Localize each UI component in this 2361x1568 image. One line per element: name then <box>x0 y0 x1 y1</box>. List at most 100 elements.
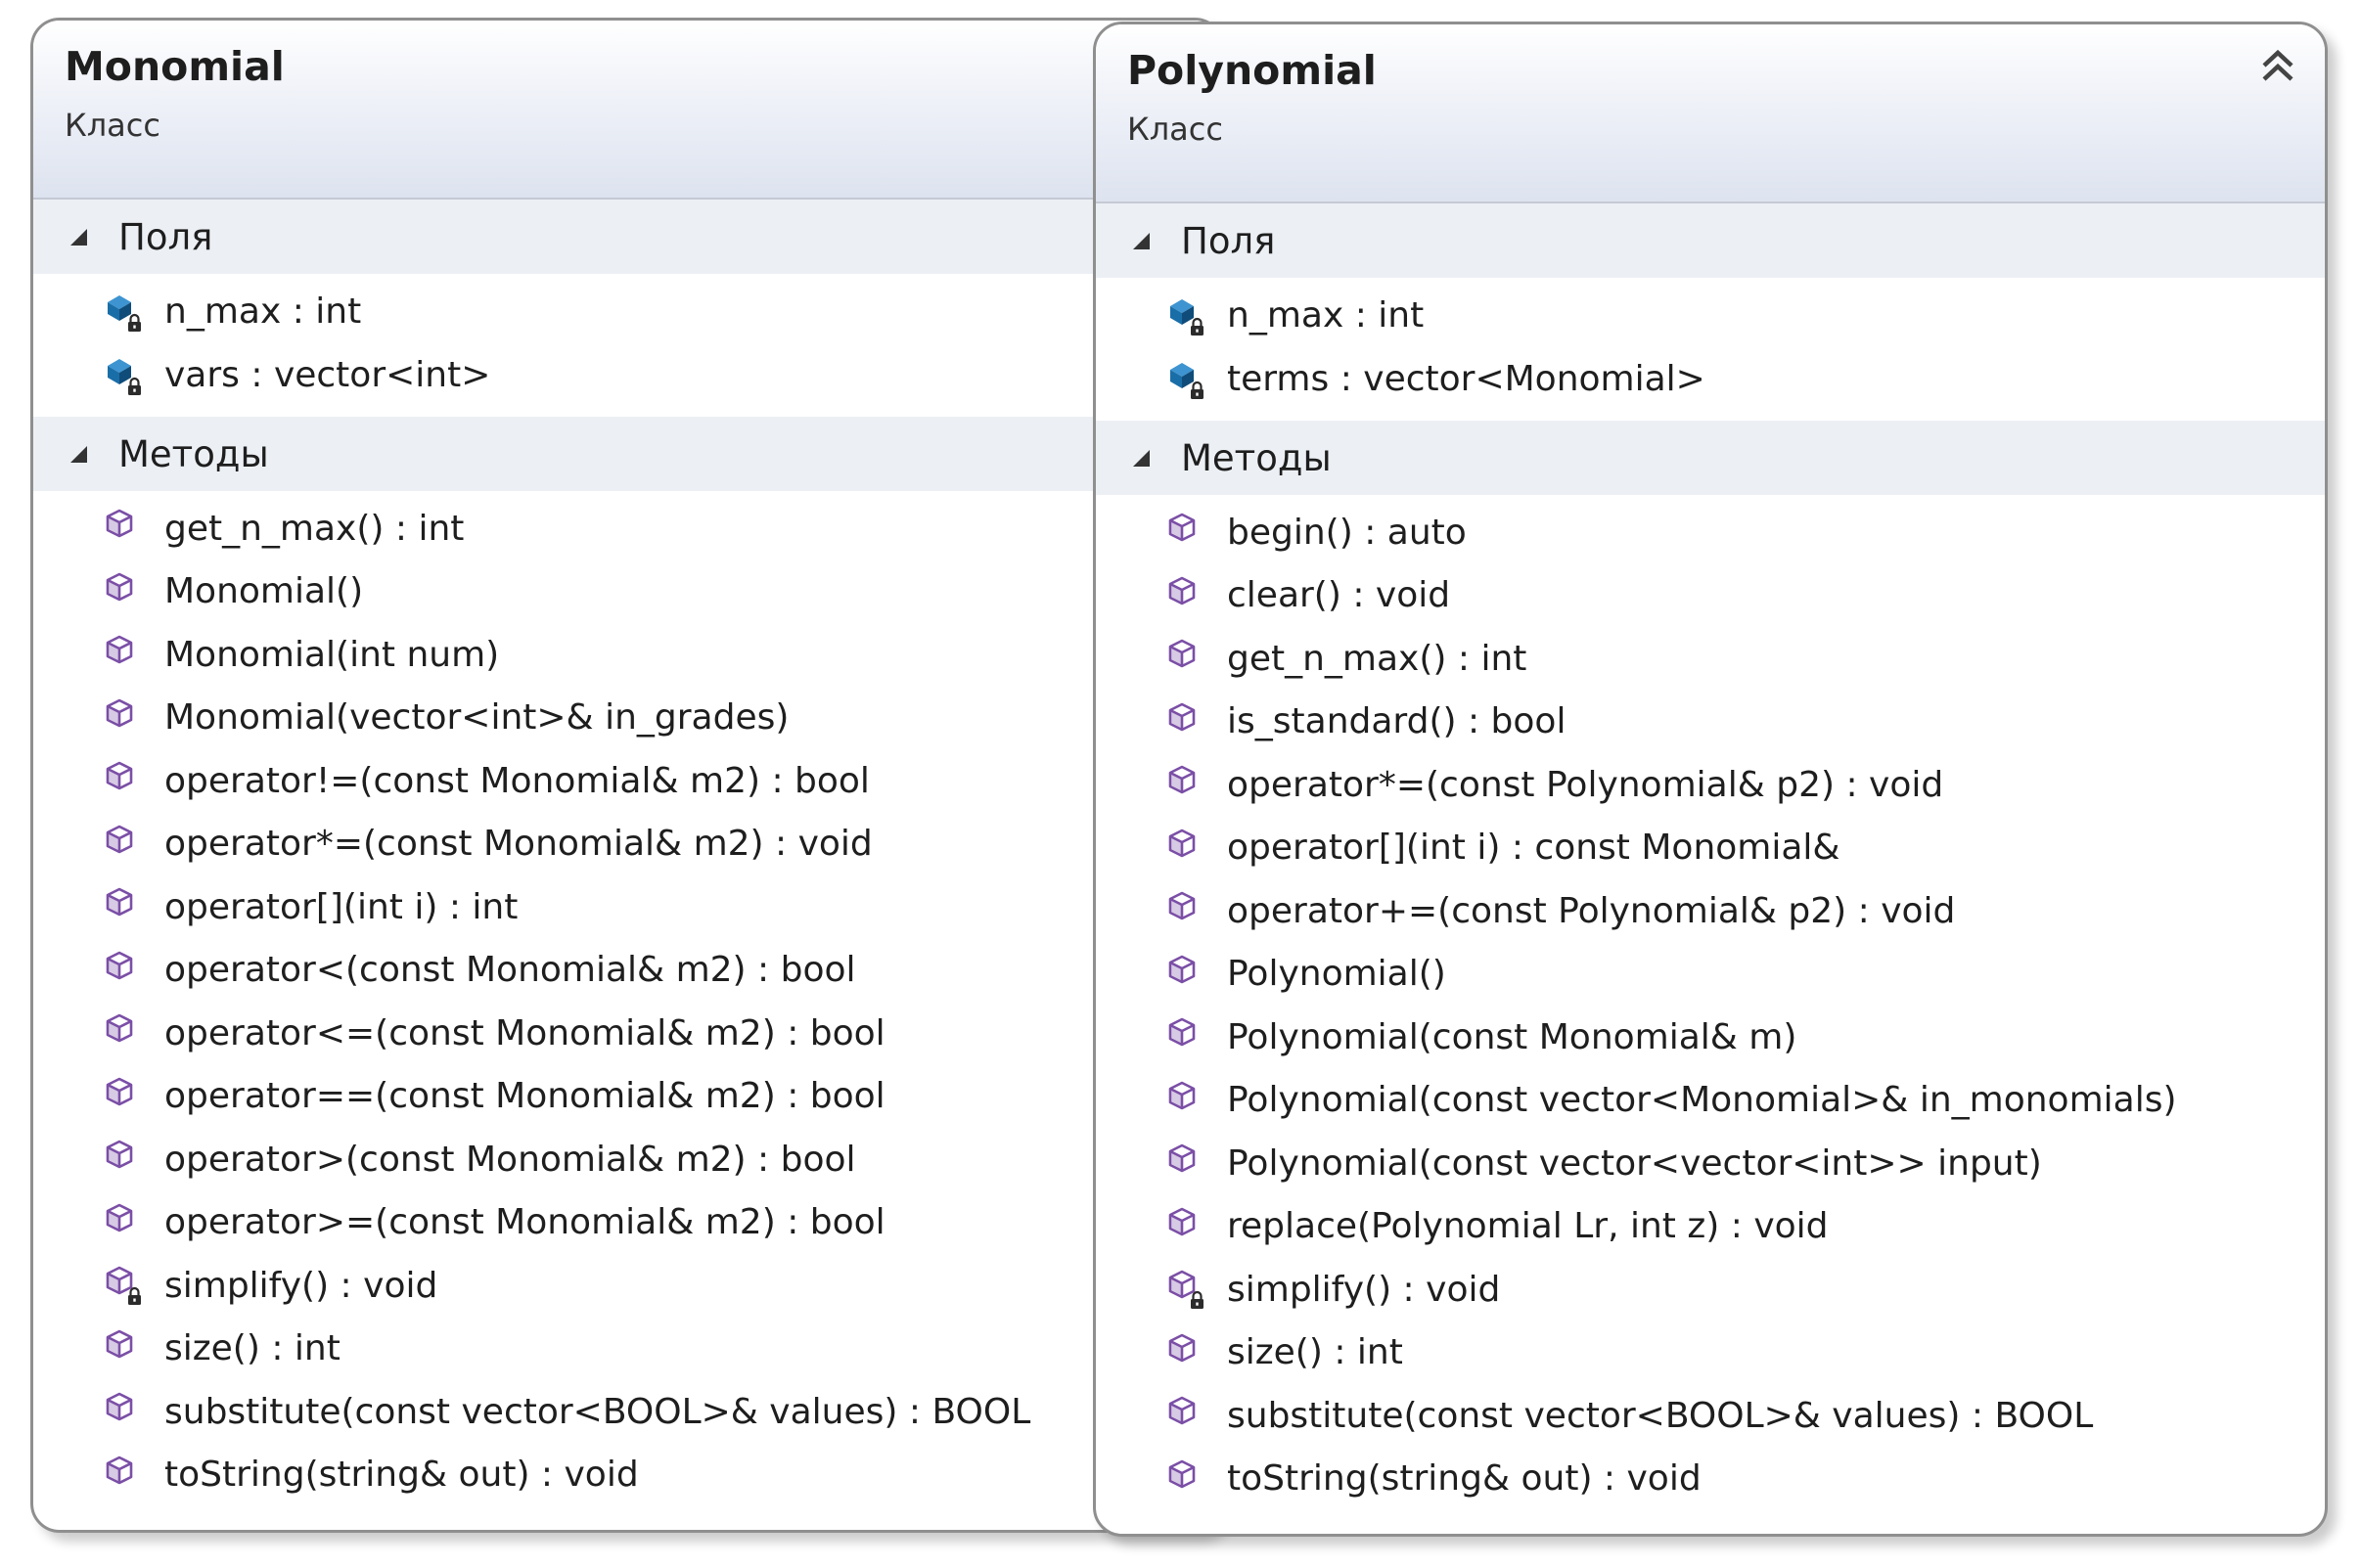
method-row[interactable]: simplify() : void <box>1096 1258 2325 1322</box>
method-row[interactable]: operator+=(const Polynomial& p2) : void <box>1096 879 2325 943</box>
method-signature: toString(string& out) : void <box>1227 1458 1702 1500</box>
methods-list: begin() : auto clear() : void get_n_max() … <box>1096 495 2325 1520</box>
method-row[interactable]: Polynomial(const vector<Monomial>& in_mo… <box>1096 1069 2325 1133</box>
method-row[interactable]: begin() : auto <box>1096 501 2325 564</box>
method-icon <box>1164 1394 1207 1437</box>
fields-section-header[interactable]: Поля <box>33 200 1221 274</box>
method-icon <box>102 1390 145 1433</box>
method-icon <box>102 823 145 866</box>
fields-list: n_max : int vars : vector<int> <box>33 274 1221 417</box>
method-row[interactable]: get_n_max() : int <box>33 497 1221 560</box>
field-signature: vars : vector<int> <box>164 355 491 395</box>
method-row[interactable]: Monomial(vector<int>& in_grades) <box>33 687 1221 750</box>
field-signature: n_max : int <box>164 291 362 332</box>
method-icon <box>102 1327 145 1370</box>
method-row[interactable]: Polynomial(const Monomial& m) <box>1096 1006 2325 1069</box>
method-row[interactable]: substitute(const vector<BOOL>& values) :… <box>33 1380 1221 1444</box>
method-icon <box>1164 574 1207 617</box>
method-icon <box>1164 1142 1207 1185</box>
field-row[interactable]: n_max : int <box>1096 284 2325 347</box>
class-card-polynomial[interactable]: Polynomial Класс Поля n_max : int terms :… <box>1093 22 2328 1537</box>
method-icon <box>1164 1331 1207 1374</box>
method-icon <box>102 949 145 992</box>
method-icon <box>102 1138 145 1181</box>
method-signature: operator*=(const Polynomial& p2) : void <box>1227 764 1944 805</box>
method-row[interactable]: substitute(const vector<BOOL>& values) :… <box>1096 1384 2325 1448</box>
fields-section-header[interactable]: Поля <box>1096 203 2325 278</box>
fields-section-title: Поля <box>118 215 213 258</box>
method-row[interactable]: operator>(const Monomial& m2) : bool <box>33 1128 1221 1191</box>
class-name: Monomial <box>65 43 285 90</box>
method-signature: operator<(const Monomial& m2) : bool <box>164 950 856 991</box>
methods-section-header[interactable]: Методы <box>33 417 1221 491</box>
method-row[interactable]: toString(string& out) : void <box>33 1444 1221 1507</box>
method-row[interactable]: Monomial() <box>33 560 1221 624</box>
method-row[interactable]: operator[](int i) : const Monomial& <box>1096 817 2325 880</box>
method-signature: get_n_max() : int <box>1227 638 1527 679</box>
class-kind: Класс <box>1127 111 1223 148</box>
class-name: Polynomial <box>1127 47 1377 94</box>
class-header: Monomial Класс <box>33 21 1221 200</box>
method-row[interactable]: operator*=(const Monomial& m2) : void <box>33 813 1221 876</box>
method-signature: operator<=(const Monomial& m2) : bool <box>164 1012 885 1053</box>
method-row[interactable]: simplify() : void <box>33 1254 1221 1318</box>
method-signature: operator+=(const Polynomial& p2) : void <box>1227 890 1956 931</box>
method-row[interactable]: get_n_max() : int <box>1096 627 2325 691</box>
method-row[interactable]: clear() : void <box>1096 564 2325 628</box>
method-row[interactable]: operator==(const Monomial& m2) : bool <box>33 1065 1221 1129</box>
methods-section-header[interactable]: Методы <box>1096 421 2325 495</box>
expand-triangle-icon[interactable] <box>68 226 89 247</box>
method-row[interactable]: operator>=(const Monomial& m2) : bool <box>33 1191 1221 1255</box>
method-row[interactable]: operator!=(const Monomial& m2) : bool <box>33 749 1221 813</box>
private-field-icon <box>102 291 145 334</box>
method-row[interactable]: operator<(const Monomial& m2) : bool <box>33 939 1221 1003</box>
method-signature: operator[](int i) : const Monomial& <box>1227 828 1840 869</box>
method-signature: simplify() : void <box>1227 1269 1501 1310</box>
method-icon <box>1164 511 1207 554</box>
field-row[interactable]: n_max : int <box>33 280 1221 343</box>
field-signature: terms : vector<Monomial> <box>1227 359 1705 399</box>
class-kind: Класс <box>65 107 160 144</box>
method-row[interactable]: Polynomial(const vector<vector<int>> inp… <box>1096 1132 2325 1195</box>
method-signature: replace(Polynomial Lr, int z) : void <box>1227 1206 1829 1247</box>
field-row[interactable]: terms : vector<Monomial> <box>1096 347 2325 411</box>
method-icon <box>102 1075 145 1118</box>
method-icon <box>1164 1457 1207 1501</box>
method-row[interactable]: toString(string& out) : void <box>1096 1448 2325 1511</box>
method-icon <box>102 1454 145 1497</box>
method-row[interactable]: operator*=(const Polynomial& p2) : void <box>1096 753 2325 817</box>
method-row[interactable]: operator<=(const Monomial& m2) : bool <box>33 1002 1221 1065</box>
method-signature: size() : int <box>1227 1332 1403 1373</box>
method-signature: Polynomial(const Monomial& m) <box>1227 1016 1797 1057</box>
method-icon <box>1164 1015 1207 1058</box>
expand-triangle-icon[interactable] <box>1130 447 1152 469</box>
method-row[interactable]: operator[](int i) : int <box>33 875 1221 939</box>
method-row[interactable]: Polynomial() <box>1096 943 2325 1007</box>
method-icon <box>1164 700 1207 743</box>
method-signature: clear() : void <box>1227 575 1451 616</box>
method-row[interactable]: replace(Polynomial Lr, int z) : void <box>1096 1195 2325 1259</box>
method-icon <box>102 696 145 739</box>
class-card-monomial[interactable]: Monomial Класс Поля n_max : int vars : ve… <box>30 18 1224 1533</box>
expand-triangle-icon[interactable] <box>1130 230 1152 251</box>
method-signature: is_standard() : bool <box>1227 701 1566 742</box>
method-icon <box>1164 637 1207 680</box>
method-signature: substitute(const vector<BOOL>& values) :… <box>1227 1395 2094 1436</box>
method-row[interactable]: Monomial(int num) <box>33 623 1221 687</box>
method-signature: Monomial() <box>164 571 364 612</box>
method-row[interactable]: size() : int <box>1096 1322 2325 1385</box>
method-row[interactable]: is_standard() : bool <box>1096 691 2325 754</box>
method-icon <box>1164 1079 1207 1122</box>
class-header: Polynomial Класс <box>1096 24 2325 203</box>
method-signature: operator*=(const Monomial& m2) : void <box>164 824 873 865</box>
expand-triangle-icon[interactable] <box>68 443 89 465</box>
field-row[interactable]: vars : vector<int> <box>33 343 1221 407</box>
method-icon <box>102 570 145 613</box>
field-signature: n_max : int <box>1227 295 1425 336</box>
collapse-chevron-icon[interactable] <box>2252 42 2303 93</box>
method-row[interactable]: size() : int <box>33 1318 1221 1381</box>
method-icon <box>102 1011 145 1054</box>
method-icon <box>1164 763 1207 806</box>
private-method-icon <box>1164 1268 1207 1311</box>
